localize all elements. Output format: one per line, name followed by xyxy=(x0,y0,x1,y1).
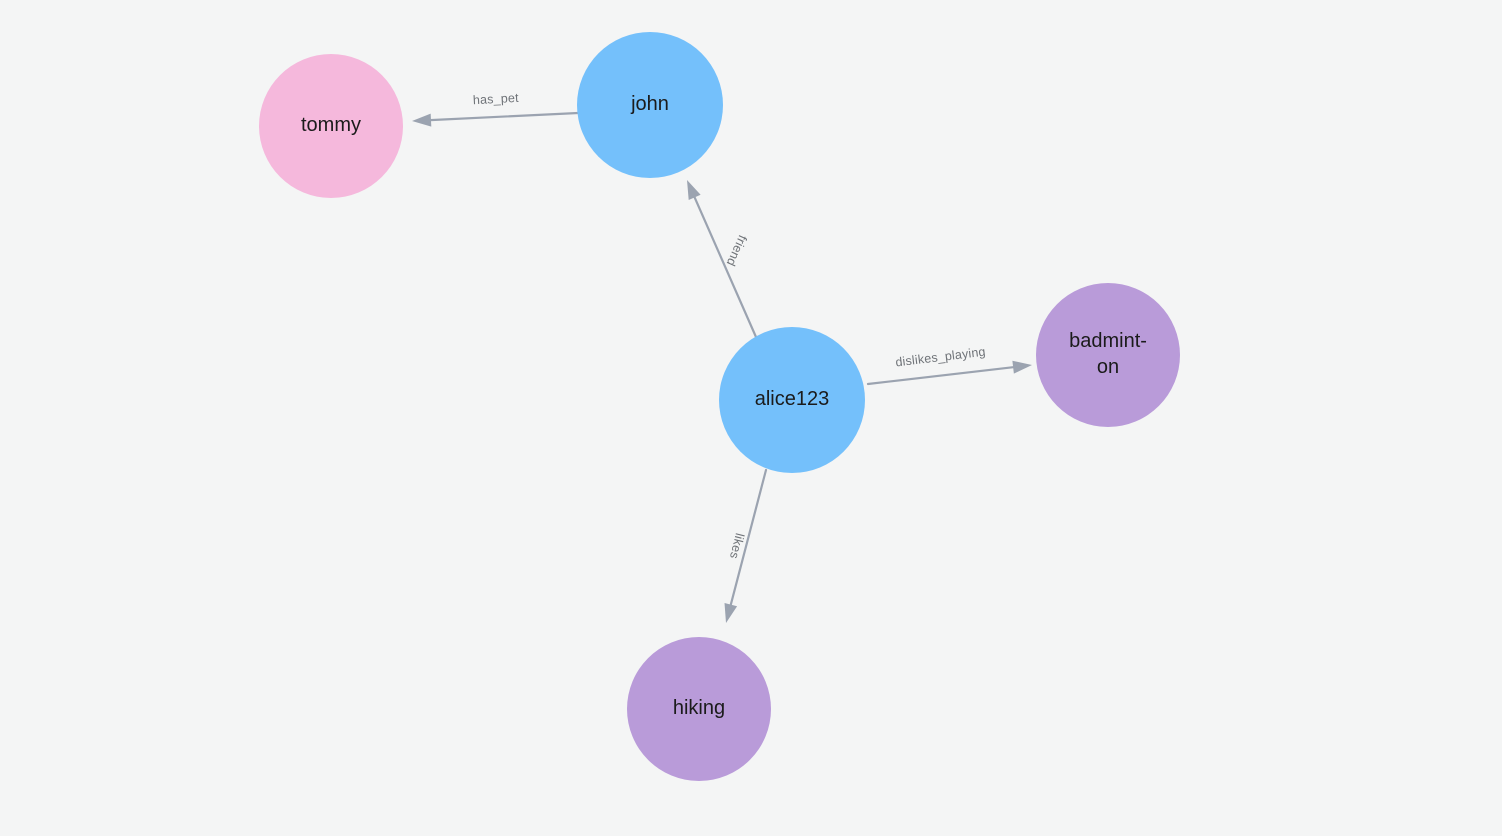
edge-line xyxy=(728,468,768,610)
node-john[interactable]: john xyxy=(577,32,723,178)
edge-alice123-likes-hiking[interactable]: likes xyxy=(724,468,768,623)
node-circle[interactable] xyxy=(627,637,771,781)
edge-line xyxy=(426,111,580,122)
node-circle[interactable] xyxy=(1036,283,1180,427)
edge-john-has_pet-tommy[interactable]: has_pet xyxy=(412,91,580,127)
edge-alice123-dislikes_playing-badminton[interactable]: dislikes_playing xyxy=(866,345,1032,386)
edge-label: has_pet xyxy=(473,91,520,107)
node-label: badmint-on xyxy=(1069,330,1147,378)
node-circle[interactable] xyxy=(719,327,865,473)
edge-label: friend xyxy=(724,233,750,268)
edge-label: dislikes_playing xyxy=(895,345,987,370)
edge-arrowhead xyxy=(412,113,432,127)
node-circle[interactable] xyxy=(259,54,403,198)
edge-label: likes xyxy=(727,532,747,561)
node-circle[interactable] xyxy=(577,32,723,178)
edge-line xyxy=(692,193,758,339)
node-label: alice123 xyxy=(755,388,830,410)
nodes-layer: tommy john alice123 badmint-on hiking xyxy=(259,32,1180,781)
edge-line xyxy=(866,365,1018,386)
edge-arrowhead xyxy=(687,180,701,201)
edge-alice123-friend-john[interactable]: friend xyxy=(687,180,758,339)
node-badminton[interactable]: badmint-on xyxy=(1036,283,1180,427)
node-alice123[interactable]: alice123 xyxy=(719,327,865,473)
node-label: john xyxy=(630,93,669,115)
edge-arrowhead xyxy=(1012,360,1032,374)
node-label: tommy xyxy=(301,114,361,136)
edge-arrowhead xyxy=(724,602,738,623)
node-label: hiking xyxy=(673,697,725,719)
node-tommy[interactable]: tommy xyxy=(259,54,403,198)
node-hiking[interactable]: hiking xyxy=(627,637,771,781)
